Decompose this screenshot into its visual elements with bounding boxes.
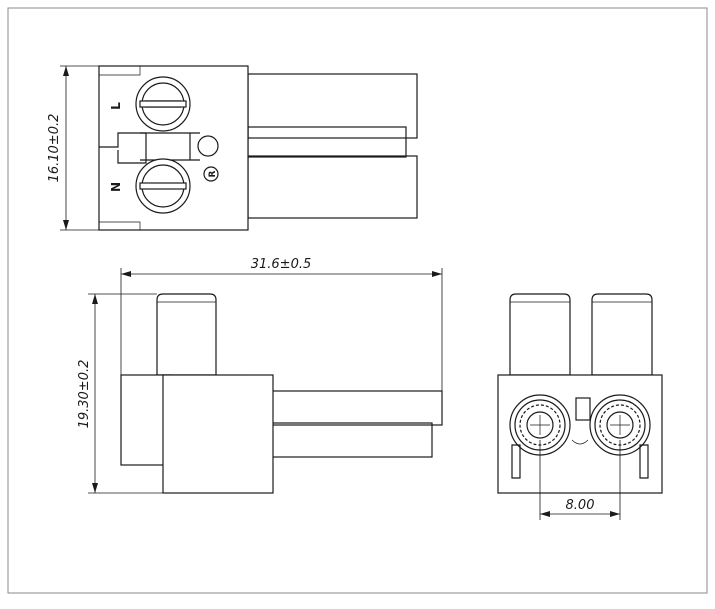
front-pin-left (509, 293, 571, 376)
front-center-notch (571, 439, 589, 445)
side-pin-cylinder (156, 293, 217, 376)
top-wire-gap (247, 126, 407, 158)
side-height-label: 19.30±0.2 (77, 360, 92, 429)
side-view: 31.6±0.5 19.30±0.2 (77, 257, 443, 494)
side-height-arrow-b (92, 483, 98, 493)
side-width-arrow-b (432, 271, 442, 277)
front-view: 8.00 (497, 293, 663, 520)
top-latch-edge-upper (99, 66, 141, 76)
top-hole (197, 135, 219, 157)
side-wire-upper (269, 390, 443, 426)
registered-mark: R (208, 170, 218, 177)
negative-mark: N (109, 182, 123, 192)
side-width-label: 31.6±0.5 (251, 257, 312, 272)
drawing-frame (7, 7, 708, 594)
top-screw-lower (135, 158, 191, 214)
front-slot-left (511, 444, 521, 479)
top-screw-upper (135, 76, 191, 132)
side-height-arrow-a (92, 294, 98, 304)
front-housing (497, 374, 663, 494)
pin-pitch-label: 8.00 (566, 498, 595, 513)
side-housing (162, 374, 274, 494)
front-pin-right (591, 293, 653, 376)
side-wire-lower (269, 422, 433, 458)
front-center-key (575, 397, 591, 421)
top-dim-arrow-b (63, 220, 69, 230)
top-view: L N R 16.10±0.2 (47, 65, 418, 231)
top-wire-lower (247, 155, 418, 219)
positive-mark: L (109, 102, 123, 110)
top-latch-edge-lower (99, 221, 141, 230)
side-width-arrow-a (121, 271, 131, 277)
front-slot-right (639, 444, 649, 479)
top-dim-arrow-a (63, 66, 69, 76)
front-pitch-arrow-b (610, 511, 620, 517)
registered-circle (203, 166, 219, 182)
top-height-label: 16.10±0.2 (47, 114, 62, 183)
top-wire-upper (247, 73, 418, 139)
front-pitch-arrow-a (540, 511, 550, 517)
